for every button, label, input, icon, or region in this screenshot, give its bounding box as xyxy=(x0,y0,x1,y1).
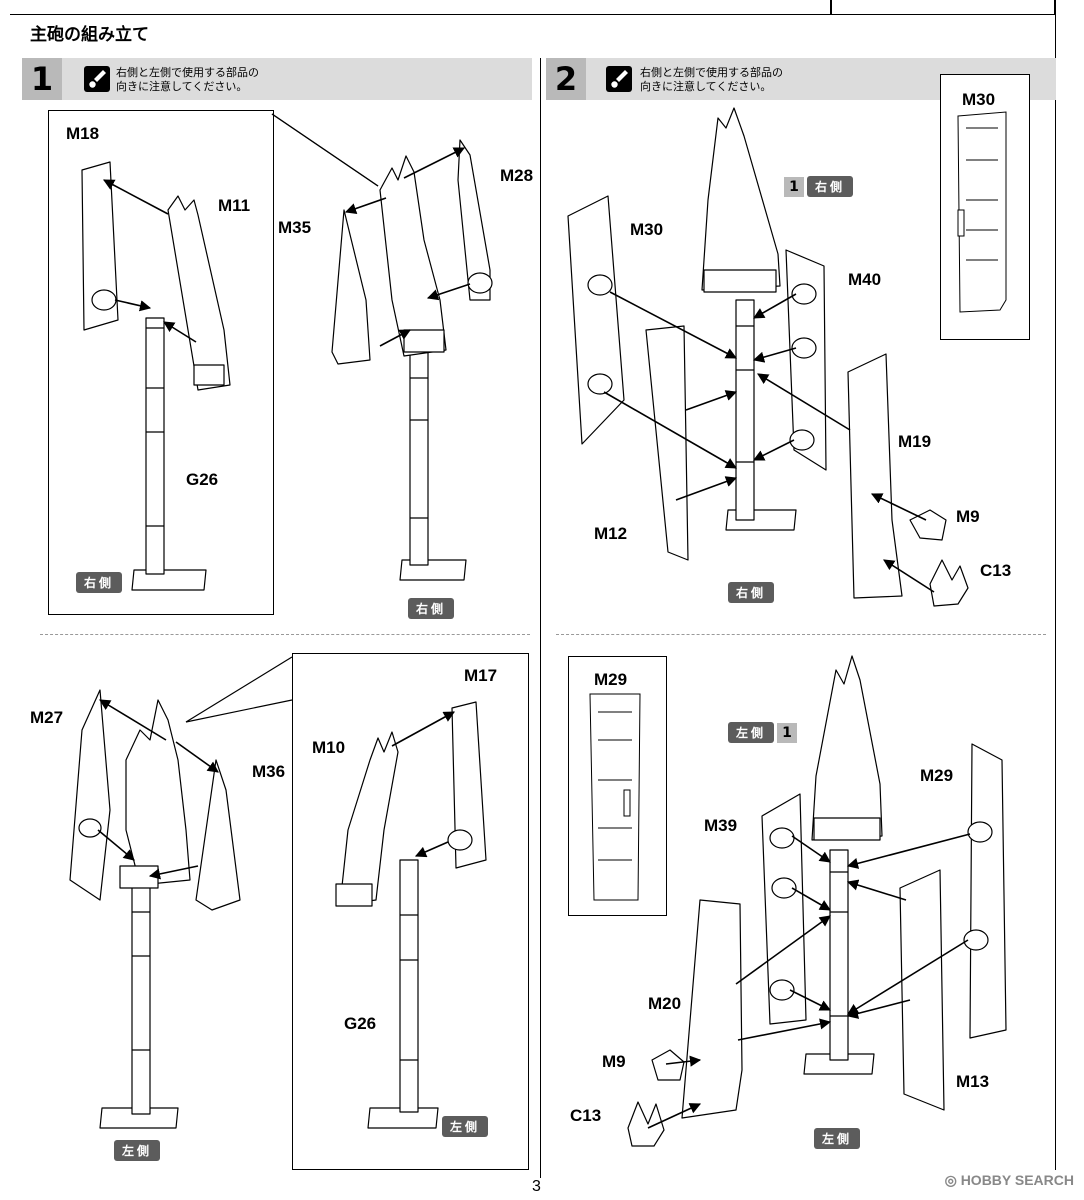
part-label-m18: M18 xyxy=(66,124,100,143)
ref-step-1-right: 1 右側 xyxy=(784,176,854,197)
part-m13 xyxy=(899,869,945,1111)
part-label-m17: M17 xyxy=(464,666,498,685)
hobby-search-logo-icon: ◎ xyxy=(944,1172,961,1188)
step-1-note-line1: 右側と左側で使用する部品の xyxy=(116,66,259,79)
part-m28 xyxy=(457,139,493,301)
part-label-m29-inset: M29 xyxy=(594,670,628,689)
part-label-m40: M40 xyxy=(848,270,882,289)
brush-note-icon xyxy=(84,66,110,92)
stand-step2-right xyxy=(725,299,797,531)
stand-g26-step1-left-2 xyxy=(367,859,439,1129)
part-m36 xyxy=(195,759,241,911)
watermark-text: HOBBY SEARCH xyxy=(960,1172,1074,1188)
part-label-m19: M19 xyxy=(898,432,932,451)
stand-g26-step1-right-2 xyxy=(399,299,467,581)
part-label-m9: M9 xyxy=(602,1052,626,1071)
part-label-m10: M10 xyxy=(312,738,346,757)
m29-inset-drawing xyxy=(589,693,641,901)
part-label-m27: M27 xyxy=(30,708,64,727)
part-m9-step2-left xyxy=(651,1049,685,1081)
part-m17 xyxy=(447,701,487,869)
part-label-m11: M11 xyxy=(218,196,251,215)
part-label-g26: G26 xyxy=(186,470,219,489)
brush-note-icon xyxy=(606,66,632,92)
part-label-g26: G26 xyxy=(344,1014,377,1033)
part-label-c13: C13 xyxy=(980,561,1012,580)
part-label-c13: C13 xyxy=(570,1106,602,1125)
part-m19 xyxy=(847,353,903,599)
stand-g26-step1-left xyxy=(99,869,179,1129)
page-number: 3 xyxy=(532,1178,541,1195)
step-1-row-divider xyxy=(40,634,530,635)
ref-step-number: 1 xyxy=(784,176,804,197)
step-1-note-line2: 向きに注意してください。 xyxy=(116,80,248,93)
part-m36-core xyxy=(119,699,191,889)
part-m39 xyxy=(761,793,807,1025)
top-border-tick xyxy=(830,0,832,14)
side-badge-left: 左側 xyxy=(442,1116,489,1137)
part-c13-step2-left xyxy=(627,1101,665,1147)
part-label-m12: M12 xyxy=(594,524,628,543)
part-m30 xyxy=(567,195,625,445)
part-m18 xyxy=(81,161,119,331)
callout-line xyxy=(185,656,293,723)
side-badge-right: 右側 xyxy=(728,582,775,603)
part-label-m36: M36 xyxy=(252,762,286,781)
part-label-m30: M30 xyxy=(630,220,664,239)
part-m20 xyxy=(681,899,743,1119)
part-core-step2-left xyxy=(811,655,883,841)
callout-line xyxy=(185,699,293,723)
part-m28-core xyxy=(379,155,447,357)
side-badge-left: 左側 xyxy=(814,1128,861,1149)
stand-step2-left xyxy=(803,849,875,1075)
ref-side-label: 右側 xyxy=(807,176,854,197)
part-core-step2-right xyxy=(701,107,781,293)
part-m40 xyxy=(785,249,827,471)
part-label-m29: M29 xyxy=(920,766,954,785)
ref-step-number: 1 xyxy=(777,722,798,743)
side-badge-right: 右側 xyxy=(408,598,455,619)
step-1-number: 1 xyxy=(22,58,62,100)
part-label-m35: M35 xyxy=(278,218,312,237)
stand-g26-step1-right xyxy=(131,317,207,591)
part-label-m20: M20 xyxy=(648,994,682,1013)
part-label-m28: M28 xyxy=(500,166,534,185)
step-2-note: 右側と左側で使用する部品の 向きに注意してください。 xyxy=(640,66,783,94)
part-m27 xyxy=(69,689,111,901)
part-m11 xyxy=(167,195,231,391)
ref-step-1-left: 左側 1 xyxy=(728,722,798,743)
part-m12 xyxy=(645,325,689,561)
column-divider xyxy=(540,58,542,1178)
part-label-m9: M9 xyxy=(956,507,980,526)
callout-line xyxy=(271,113,379,187)
step-2-row-divider xyxy=(556,634,1046,635)
section-title: 主砲の組み立て xyxy=(30,25,149,45)
step-2-note-line1: 右側と左側で使用する部品の xyxy=(640,66,783,79)
right-border xyxy=(1054,0,1056,1170)
m30-inset-drawing xyxy=(957,111,1007,313)
side-badge-left: 左側 xyxy=(114,1140,161,1161)
part-label-m30-inset: M30 xyxy=(962,90,996,109)
part-label-m13: M13 xyxy=(956,1072,990,1091)
part-m10 xyxy=(335,731,399,907)
step-2-number: 2 xyxy=(546,58,586,100)
step-1-note: 右側と左側で使用する部品の 向きに注意してください。 xyxy=(116,66,259,94)
watermark: ◎ HOBBY SEARCH xyxy=(945,1172,1074,1189)
step-2-note-line2: 向きに注意してください。 xyxy=(640,80,772,93)
part-label-m39: M39 xyxy=(704,816,738,835)
side-badge-right: 右側 xyxy=(76,572,123,593)
ref-side-label: 左側 xyxy=(728,722,775,743)
part-m35 xyxy=(331,209,371,365)
part-c13-step2-right xyxy=(929,559,969,607)
part-m29 xyxy=(963,743,1007,1039)
